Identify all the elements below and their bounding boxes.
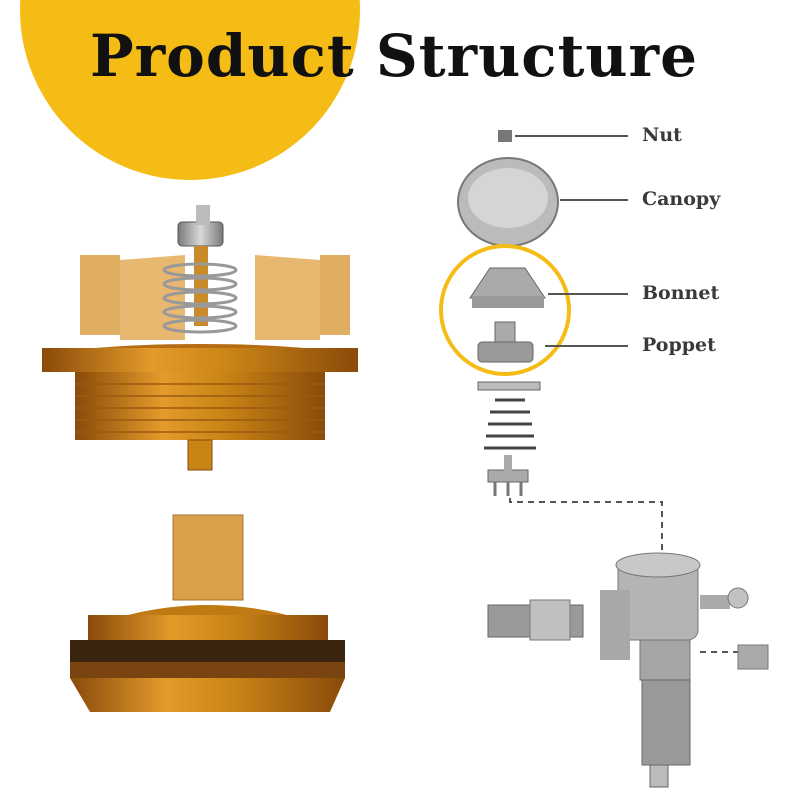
page-title: Product Structure (90, 22, 699, 90)
label-poppet: Poppet (642, 334, 716, 356)
valve-body-photo (487, 552, 769, 788)
poppet-photo (70, 514, 345, 712)
exploded-diagram (439, 130, 740, 653)
label-canopy: Canopy (642, 188, 721, 210)
bonnet-assembly-photo (42, 205, 358, 471)
label-nut: Nut (642, 124, 682, 146)
label-bonnet: Bonnet (642, 282, 720, 304)
